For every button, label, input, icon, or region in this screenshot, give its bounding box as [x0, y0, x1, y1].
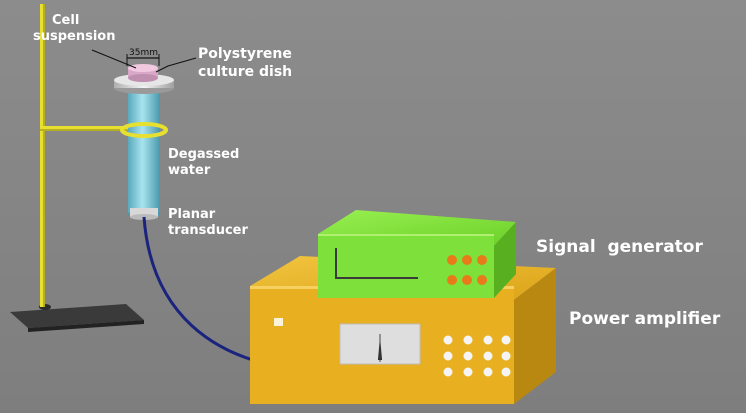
signal-generator: [318, 210, 516, 298]
dish-leader: [155, 57, 197, 73]
amp-button[interactable]: [443, 335, 453, 345]
label-power-amplifier: Power amplifier: [569, 309, 721, 329]
label-planar: Planar: [168, 207, 216, 222]
generator-knob[interactable]: [462, 255, 472, 265]
label-water: water: [168, 163, 211, 178]
amp-button[interactable]: [501, 367, 511, 377]
culture-dish-base: [128, 74, 158, 82]
culture-dish-top: [128, 64, 158, 72]
generator-knob[interactable]: [462, 275, 472, 285]
label-polystyrene: Polystyrene: [198, 46, 292, 62]
amp-button[interactable]: [463, 351, 473, 361]
amp-button[interactable]: [443, 351, 453, 361]
amp-button[interactable]: [443, 367, 453, 377]
amp-button[interactable]: [463, 335, 473, 345]
generator-knobs: [447, 255, 487, 285]
amplifier-side: [514, 268, 556, 404]
amp-button[interactable]: [501, 335, 511, 345]
generator-front: [318, 234, 494, 298]
generator-knob[interactable]: [477, 275, 487, 285]
label-suspension: suspension: [33, 29, 116, 44]
stand-base: [10, 304, 144, 328]
label-transducer: transducer: [168, 223, 248, 238]
generator-screen: [335, 248, 418, 279]
label-degassed: Degassed: [168, 147, 239, 162]
ring-stand: [10, 4, 144, 332]
amp-button[interactable]: [483, 351, 493, 361]
label-cell: Cell: [52, 13, 79, 28]
clamp-ring: [120, 122, 168, 138]
label-dish-width: 35mm: [129, 48, 158, 58]
cell-suspension-leader: [91, 49, 137, 69]
generator-knob[interactable]: [477, 255, 487, 265]
amp-button[interactable]: [463, 367, 473, 377]
generator-knob[interactable]: [447, 275, 457, 285]
amplifier-button-grid: [443, 335, 511, 377]
stand-rod: [40, 4, 45, 307]
stand-rod-shade: [43, 4, 45, 307]
generator-front-highlight: [318, 234, 494, 236]
amp-button[interactable]: [501, 351, 511, 361]
stand-base-edge: [28, 320, 144, 332]
planar-transducer: [130, 208, 158, 217]
stand-arm-shade: [40, 129, 140, 131]
generator-side: [494, 222, 516, 298]
amp-button[interactable]: [483, 367, 493, 377]
degassed-water-tube: [128, 88, 160, 214]
culture-dish: [128, 68, 158, 78]
stand-arm: [40, 126, 140, 131]
amplifier-indicator: [274, 318, 283, 326]
amp-button[interactable]: [483, 335, 493, 345]
label-signal-generator: Signal generator: [536, 237, 703, 257]
label-culture-dish: culture dish: [198, 64, 292, 80]
generator-knob[interactable]: [447, 255, 457, 265]
